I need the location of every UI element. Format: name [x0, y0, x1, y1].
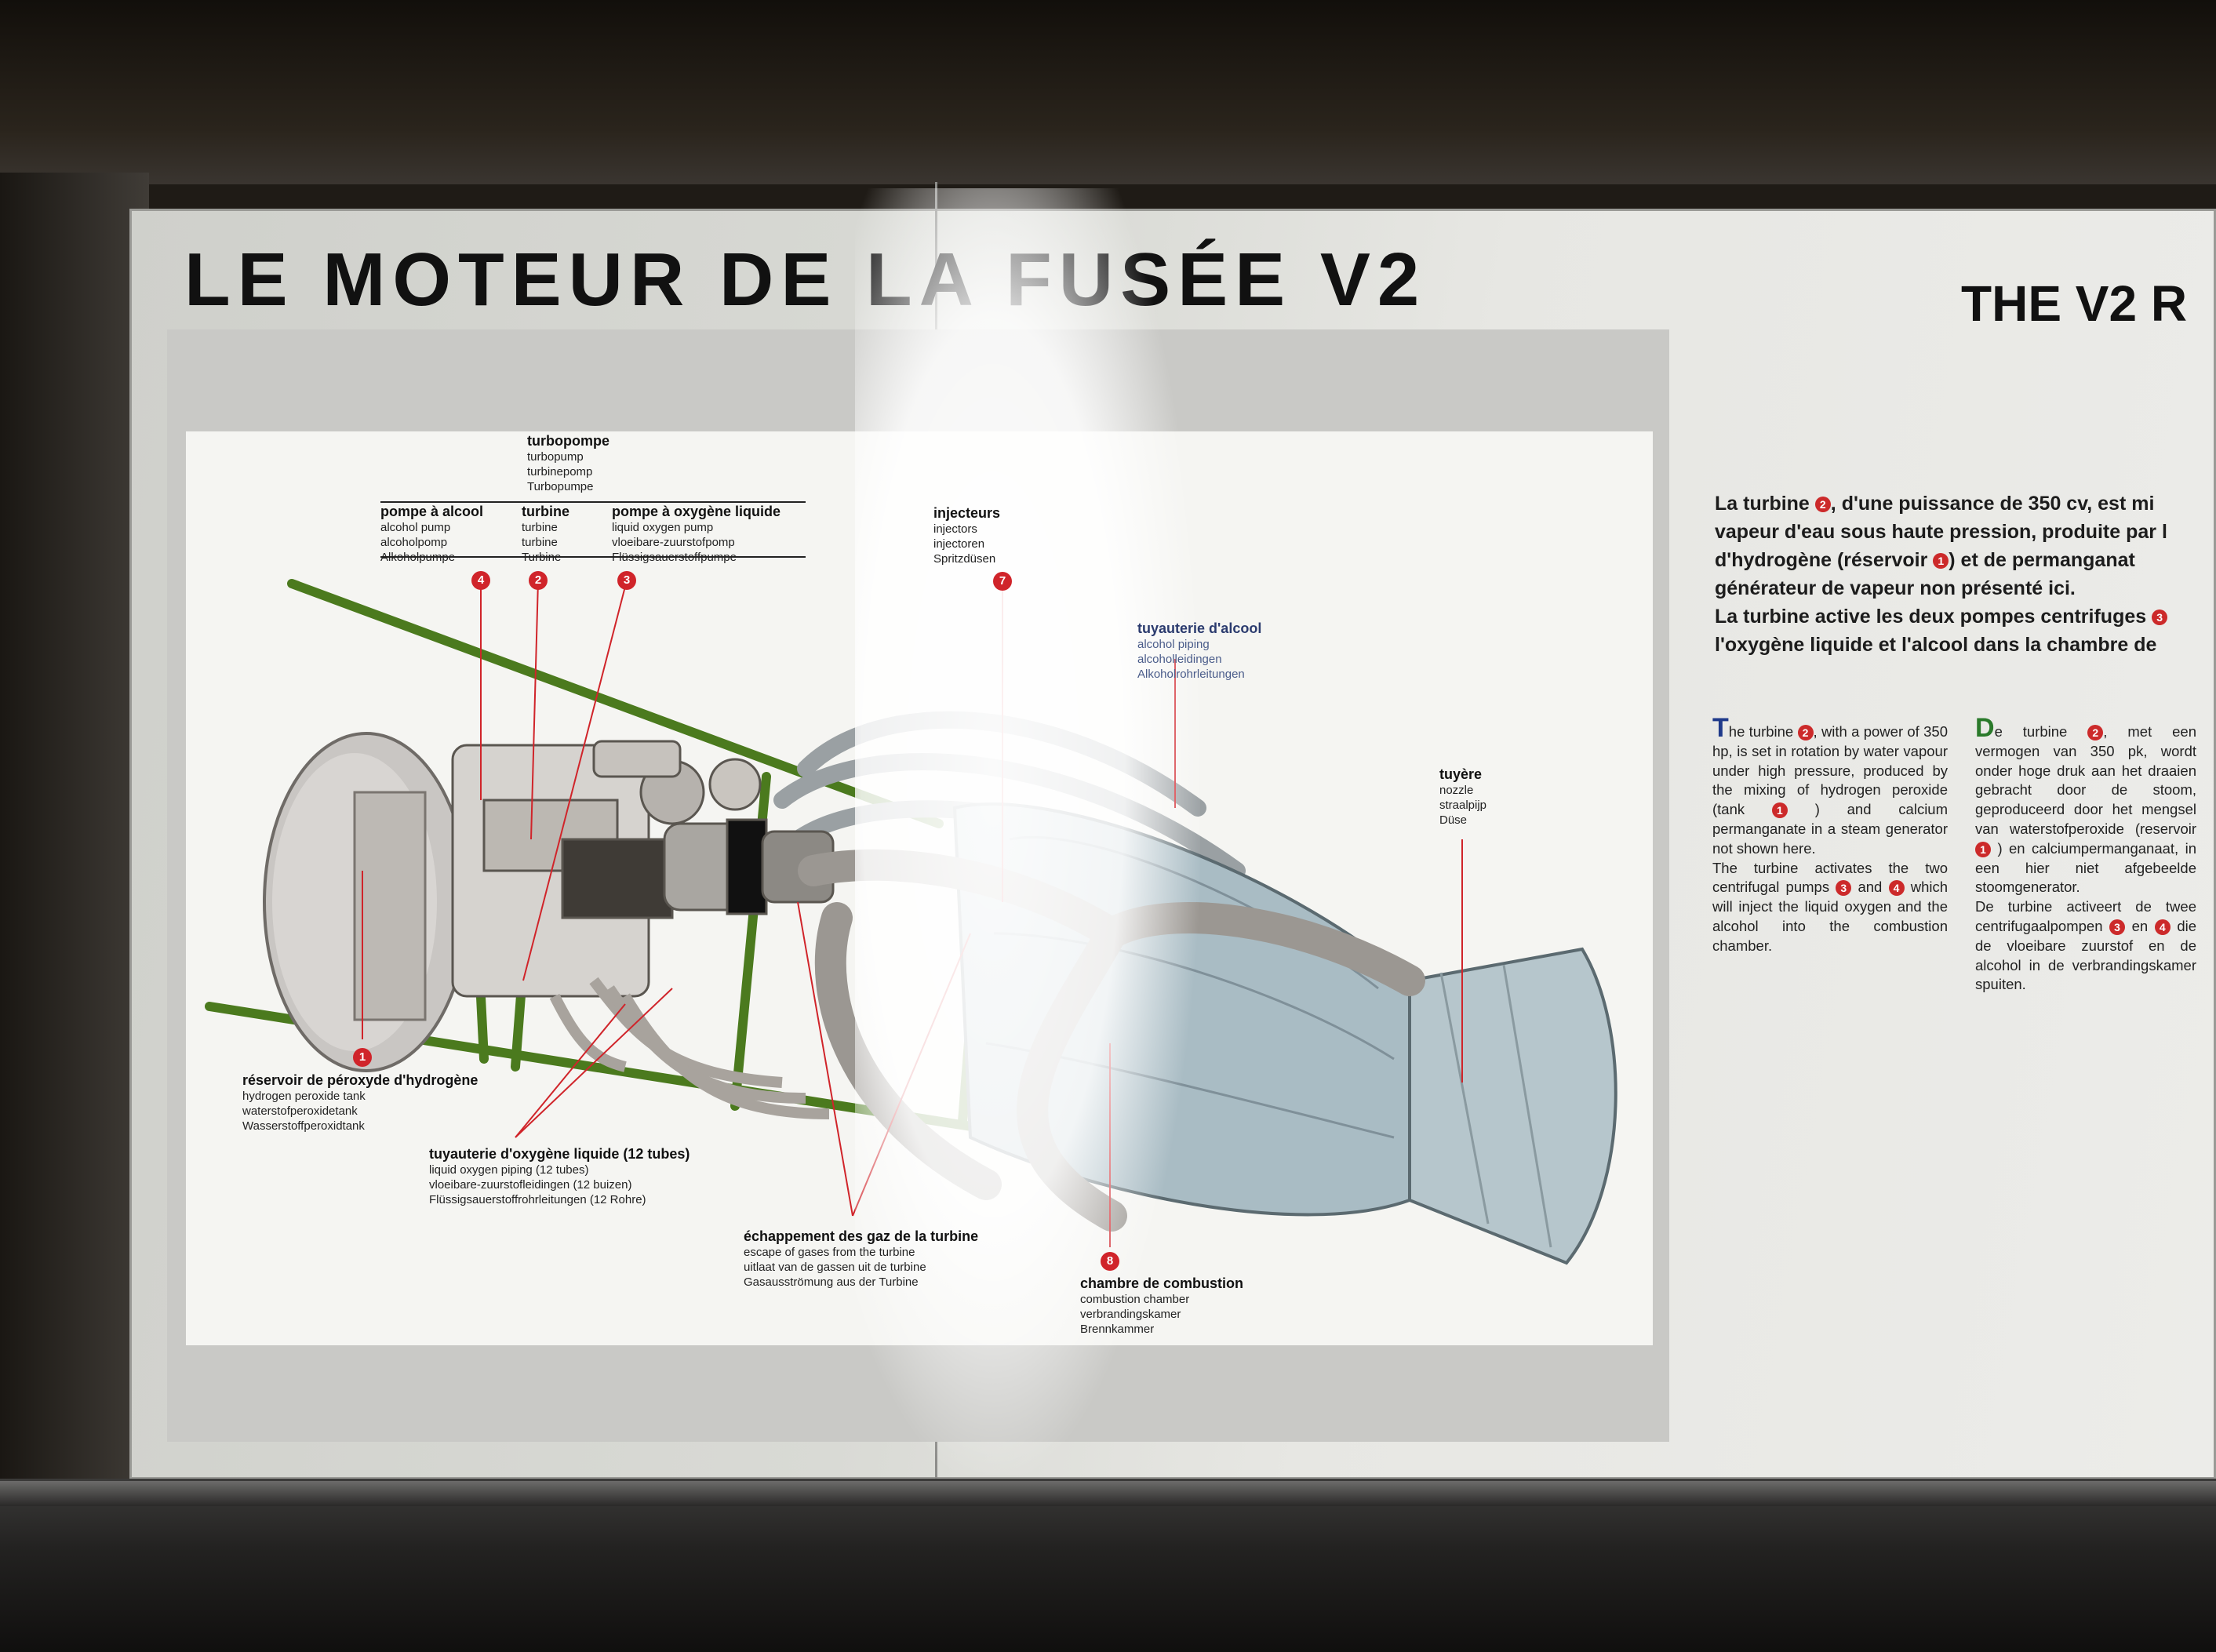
description-dutch: De turbine 2, met een vermogen van 350 p… [1975, 713, 2197, 993]
display-rail [0, 1481, 2216, 1506]
label-pompe-alcool: pompe à alcool alcohol pump alcoholpomp … [380, 504, 484, 564]
label-reservoir: réservoir de péroxyde d'hydrogène hydrog… [242, 1072, 478, 1133]
badge-4: 4 [471, 571, 490, 590]
drop-cap-dutch: D [1975, 713, 1995, 743]
inline-badge-2: 2 [1814, 497, 1831, 513]
badge-7: 7 [993, 572, 1012, 591]
museum-wall-left [0, 173, 149, 1506]
drop-cap-english: T [1712, 713, 1729, 743]
turbopump-bracket-lines [380, 501, 806, 558]
label-chambre: chambre de combustion combustion chamber… [1080, 1275, 1244, 1336]
combustion-chamber-shape [952, 802, 1411, 1217]
label-tuyere: tuyère nozzle straalpijp Düse [1439, 766, 1487, 827]
description-english: The turbine 2, with a power of 350 hp, i… [1712, 713, 1949, 954]
v2-engine-illustration [205, 501, 1617, 1265]
badge-2: 2 [529, 571, 548, 590]
label-injecteurs: injecteurs injectors injectoren Spritzdü… [933, 505, 1001, 566]
label-turbopompe: turbopompe turbopump turbinepomp Turbopu… [527, 433, 609, 493]
label-turbine: turbine turbine turbine Turbine [522, 504, 569, 564]
description-french: La turbine 2, d'une puissance de 350 cv,… [1715, 493, 2168, 656]
turbopump-shape [451, 740, 835, 998]
nozzle-shape [1408, 947, 1617, 1265]
display-stand-base [0, 1479, 2216, 1652]
label-pompe-oxygene: pompe à oxygène liquide liquid oxygen pu… [612, 504, 781, 564]
label-echappement: échappement des gaz de la turbine escape… [744, 1228, 979, 1289]
badge-8: 8 [1101, 1252, 1119, 1271]
badge-1: 1 [353, 1048, 372, 1067]
panel-title-french: LE MOTEUR DE LA FUSÉE V2 [184, 238, 1427, 322]
inline-badge-3: 3 [2152, 609, 2168, 626]
panel-title-english: THE V2 R [1961, 275, 2188, 332]
lox-piping-shape [549, 977, 830, 1119]
label-tuyauterie-oxygene: tuyauterie d'oxygène liquide (12 tubes) … [429, 1146, 690, 1206]
peroxide-tank-shape [263, 732, 470, 1072]
inline-badge-1: 1 [1933, 553, 1949, 569]
museum-ceiling-background [0, 0, 2216, 184]
label-tuyauterie-alcool: tuyauterie d'alcool alcohol piping alcoh… [1137, 620, 1262, 681]
badge-3: 3 [617, 571, 636, 590]
